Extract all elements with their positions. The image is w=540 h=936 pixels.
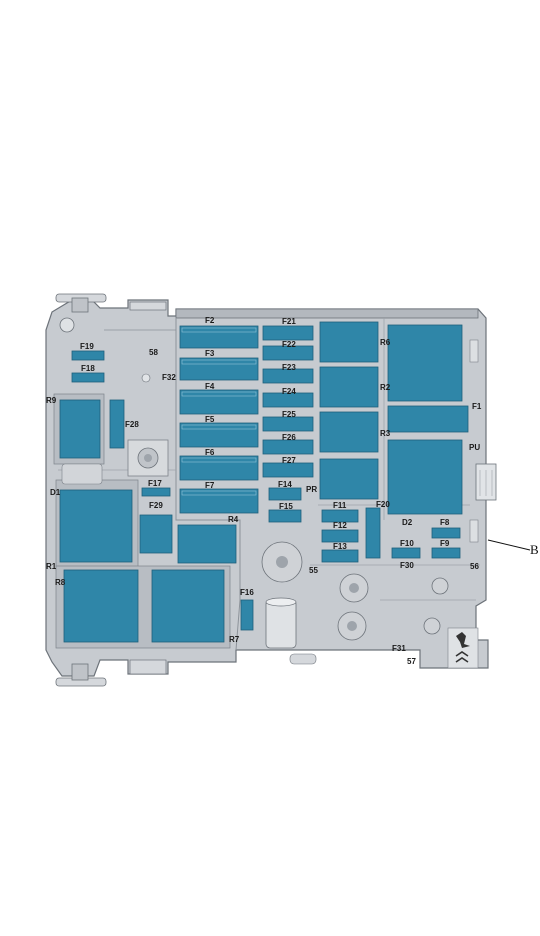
- terminal-bolt: [423, 617, 441, 635]
- label-f7: F7: [205, 481, 215, 490]
- label-f4: F4: [205, 382, 215, 391]
- fuse-f7: [179, 488, 259, 514]
- label-f23: F23: [282, 363, 296, 372]
- label-d2: D2: [402, 518, 413, 527]
- label-f21: F21: [282, 317, 296, 326]
- label-f5: F5: [205, 415, 215, 424]
- label-n55: 55: [309, 566, 318, 575]
- fuse-f3: [179, 357, 259, 381]
- relay-right-top: [387, 324, 463, 402]
- label-n56: 56: [470, 562, 479, 571]
- brand-logo: [447, 627, 479, 669]
- relay-r8: [63, 569, 139, 643]
- fuse-f2: [179, 325, 259, 349]
- label-r9: R9: [46, 396, 57, 405]
- fuse-f19: [71, 350, 105, 361]
- label-f28: F28: [125, 420, 139, 429]
- label-f31: F31: [392, 644, 406, 653]
- fuse-f13: [321, 549, 359, 563]
- label-f9: F9: [440, 539, 450, 548]
- label-f1: F1: [472, 402, 482, 411]
- label-d1: D1: [50, 488, 61, 497]
- fuse-f27: [262, 462, 314, 478]
- label-f8: F8: [440, 518, 450, 527]
- fuse-f23: [262, 368, 314, 384]
- label-f30: F30: [400, 561, 414, 570]
- label-pr: PR: [306, 485, 318, 494]
- fuse-f17: [141, 487, 171, 497]
- label-f6: F6: [205, 448, 215, 457]
- relay-r7: [151, 569, 225, 643]
- label-r8: R8: [55, 578, 66, 587]
- fuse-f10: [391, 547, 421, 559]
- label-f20: F20: [376, 500, 390, 509]
- label-f27: F27: [282, 456, 296, 465]
- relay-r2: [319, 366, 379, 408]
- label-f3: F3: [205, 349, 215, 358]
- fuse-f24: [262, 392, 314, 408]
- label-f13: F13: [333, 542, 347, 551]
- terminal-bolt: [431, 577, 449, 595]
- label-f18: F18: [81, 364, 95, 373]
- label-f17: F17: [148, 479, 162, 488]
- label-r4: R4: [228, 515, 239, 524]
- label-f16: F16: [240, 588, 254, 597]
- fuse-f26: [262, 439, 314, 455]
- label-pu: PU: [469, 443, 481, 452]
- label-f14: F14: [278, 480, 292, 489]
- fuse-f18: [71, 372, 105, 383]
- label-f29: F29: [149, 501, 163, 510]
- fuse-f22: [262, 345, 314, 361]
- label-f24: F24: [282, 387, 296, 396]
- terminals: [127, 339, 479, 665]
- label-f25: F25: [282, 410, 296, 419]
- fuse-f16: [240, 599, 254, 631]
- label-r6: R6: [380, 338, 391, 347]
- fuse-f21: [262, 325, 314, 341]
- label-n58: 58: [149, 348, 158, 357]
- fuse-f5: [179, 422, 259, 448]
- fuse-f28: [109, 399, 125, 449]
- relay-r3: [319, 411, 379, 453]
- fuse-f6: [179, 455, 259, 481]
- fuses: [59, 321, 469, 643]
- fuse-highlights: [181, 327, 257, 496]
- label-r7: R7: [229, 635, 240, 644]
- label-f32: F32: [162, 373, 176, 382]
- fuse-f29: [139, 514, 173, 554]
- fuse-f4: [179, 389, 259, 415]
- relay-pu: [387, 439, 463, 515]
- label-f22: F22: [282, 340, 296, 349]
- fuse-f1: [387, 405, 469, 433]
- label-f12: F12: [333, 521, 347, 530]
- relay-r6: [319, 321, 379, 363]
- label-r3: R3: [380, 429, 391, 438]
- fuse-f20: [365, 507, 381, 559]
- label-r1: R1: [46, 562, 57, 571]
- label-f19: F19: [80, 342, 94, 351]
- label-n57: 57: [407, 657, 416, 666]
- fuse-f25: [262, 416, 314, 432]
- label-f26: F26: [282, 433, 296, 442]
- side-connector: [475, 463, 497, 501]
- label-f10: F10: [400, 539, 414, 548]
- fuse-f15: [268, 509, 302, 523]
- fuse-f14: [268, 487, 302, 501]
- callout-leader: [487, 539, 531, 551]
- relay-r9: [59, 399, 101, 459]
- fuse-f12: [321, 529, 359, 543]
- relay-d1: [59, 489, 133, 563]
- fuse-f9: [431, 547, 461, 559]
- label-f11: F11: [333, 501, 347, 510]
- label-f15: F15: [279, 502, 293, 511]
- relay-block-mid: [319, 458, 379, 500]
- fuse-f11: [321, 509, 359, 523]
- relay-r4: [177, 524, 237, 564]
- fuse-f8: [431, 527, 461, 539]
- label-r2: R2: [380, 383, 391, 392]
- callout-label: B: [530, 542, 539, 557]
- label-f2: F2: [205, 316, 215, 325]
